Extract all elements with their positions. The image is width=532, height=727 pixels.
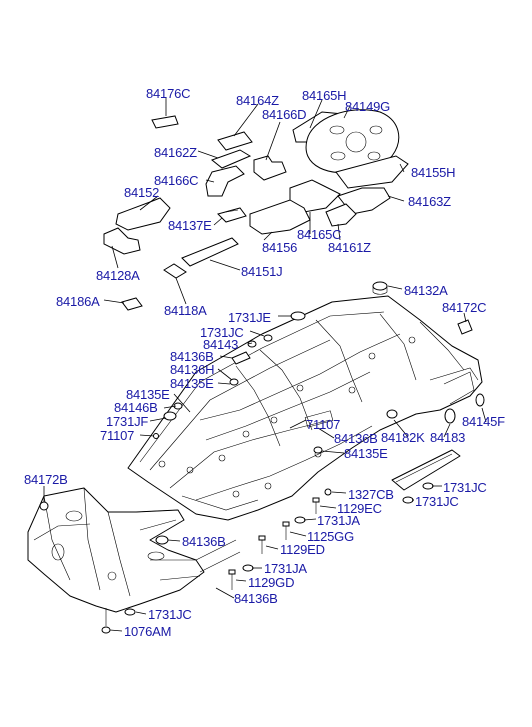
pad-84156 <box>249 199 311 235</box>
pad-84136b-top <box>231 351 251 365</box>
label-84149g: 84149G <box>345 99 391 114</box>
plug-84183 <box>444 408 456 424</box>
label-84156: 84156 <box>262 240 298 255</box>
front-structure <box>27 487 241 613</box>
label-1129ed: 1129ED <box>280 542 325 557</box>
label-84162z: 84162Z <box>154 145 197 160</box>
pad-84176c <box>151 115 179 129</box>
plug-84182k <box>386 409 398 419</box>
label-84166d: 84166D <box>262 107 307 122</box>
label-84136b-d: 84136B <box>234 591 278 606</box>
plug-84135e-right <box>313 446 323 454</box>
label-84136b-c: 84136B <box>182 534 226 549</box>
label-84161z: 84161Z <box>328 240 371 255</box>
label-1129gd: 1129GD <box>248 575 295 590</box>
label-84172c: 84172C <box>442 300 487 315</box>
label-1125gg: 1125GG <box>307 529 354 544</box>
label-1731jf: 1731JF <box>106 414 149 429</box>
label-84135e-a: 84135E <box>170 376 214 391</box>
label-1731je: 1731JE <box>228 310 271 325</box>
pad-84166d <box>253 155 287 181</box>
plug-84135e <box>229 378 239 386</box>
label-84182k: 84182K <box>381 430 425 445</box>
label-1731jc-d: 1731JC <box>148 607 192 622</box>
plug-1731je <box>290 311 306 321</box>
label-84183: 84183 <box>430 430 466 445</box>
label-84136b-b: 84136B <box>334 431 378 446</box>
label-84118a: 84118A <box>164 303 207 318</box>
label-84152: 84152 <box>124 185 160 200</box>
label-84135e-b: 84135E <box>126 387 170 402</box>
label-1731ja-b: 1731JA <box>264 561 307 576</box>
label-84164z: 84164Z <box>236 93 279 108</box>
pad-84118a <box>163 263 187 279</box>
label-84163z: 84163Z <box>408 194 451 209</box>
label-1129ec: 1129EC <box>337 501 382 516</box>
pad-84149g-spare-tire-well <box>305 109 400 174</box>
label-84186a: 84186A <box>56 294 100 309</box>
label-84172b: 84172B <box>24 472 68 487</box>
plug-1731jf <box>163 411 177 421</box>
clip-71107-left <box>153 433 159 439</box>
label-84132a: 84132A <box>404 283 448 298</box>
label-84128a: 84128A <box>96 268 140 283</box>
pad-84166c <box>205 165 245 197</box>
pad-84161z <box>325 203 357 227</box>
label-1731jc-b: 1731JC <box>443 480 487 495</box>
pad-84137e <box>217 207 247 223</box>
grommet-84136b-front <box>155 535 169 545</box>
label-1731jc-a: 1731JC <box>200 325 244 340</box>
label-1731ja-a: 1731JA <box>317 513 360 528</box>
label-1076am: 1076AM <box>124 624 172 639</box>
label-84165h: 84165H <box>302 88 347 103</box>
label-84151j: 84151J <box>241 264 283 279</box>
pad-84152 <box>115 197 171 231</box>
pad-84151j <box>181 237 239 267</box>
plug-1731jc-front <box>124 608 136 616</box>
floor-pan-assembly <box>127 295 483 521</box>
plug-84132a <box>372 281 388 295</box>
plug-1076am <box>101 608 111 634</box>
side-sill-bracket <box>391 449 461 491</box>
label-84146b: 84146B <box>114 400 158 415</box>
label-1327cb: 1327CB <box>348 487 394 502</box>
label-84136h: 84136H <box>170 362 215 377</box>
label-71107-b: 71107 <box>306 417 341 432</box>
pad-84162z <box>210 149 252 169</box>
pad-84128a <box>103 227 141 255</box>
grommet-84172c <box>457 319 473 335</box>
plug-84145f <box>475 393 485 407</box>
fasteners-lower <box>228 482 434 590</box>
label-84145f: 84145F <box>462 414 505 429</box>
pad-84186a <box>121 297 143 311</box>
label-84166c: 84166C <box>154 173 199 188</box>
pad-84155h <box>335 155 409 189</box>
label-84155h: 84155H <box>411 165 456 180</box>
label-84176c: 84176C <box>146 86 191 101</box>
label-71107-a: 71107 <box>100 428 135 443</box>
label-84137e: 84137E <box>168 218 212 233</box>
label-84143: 84143 <box>203 337 239 352</box>
plug-1731jc-top <box>263 334 273 342</box>
label-84135e-c: 84135E <box>344 446 388 461</box>
label-1731jc-c: 1731JC <box>415 494 459 509</box>
label-84165c: 84165C <box>297 227 342 242</box>
label-84136b-a: 84136B <box>170 349 214 364</box>
